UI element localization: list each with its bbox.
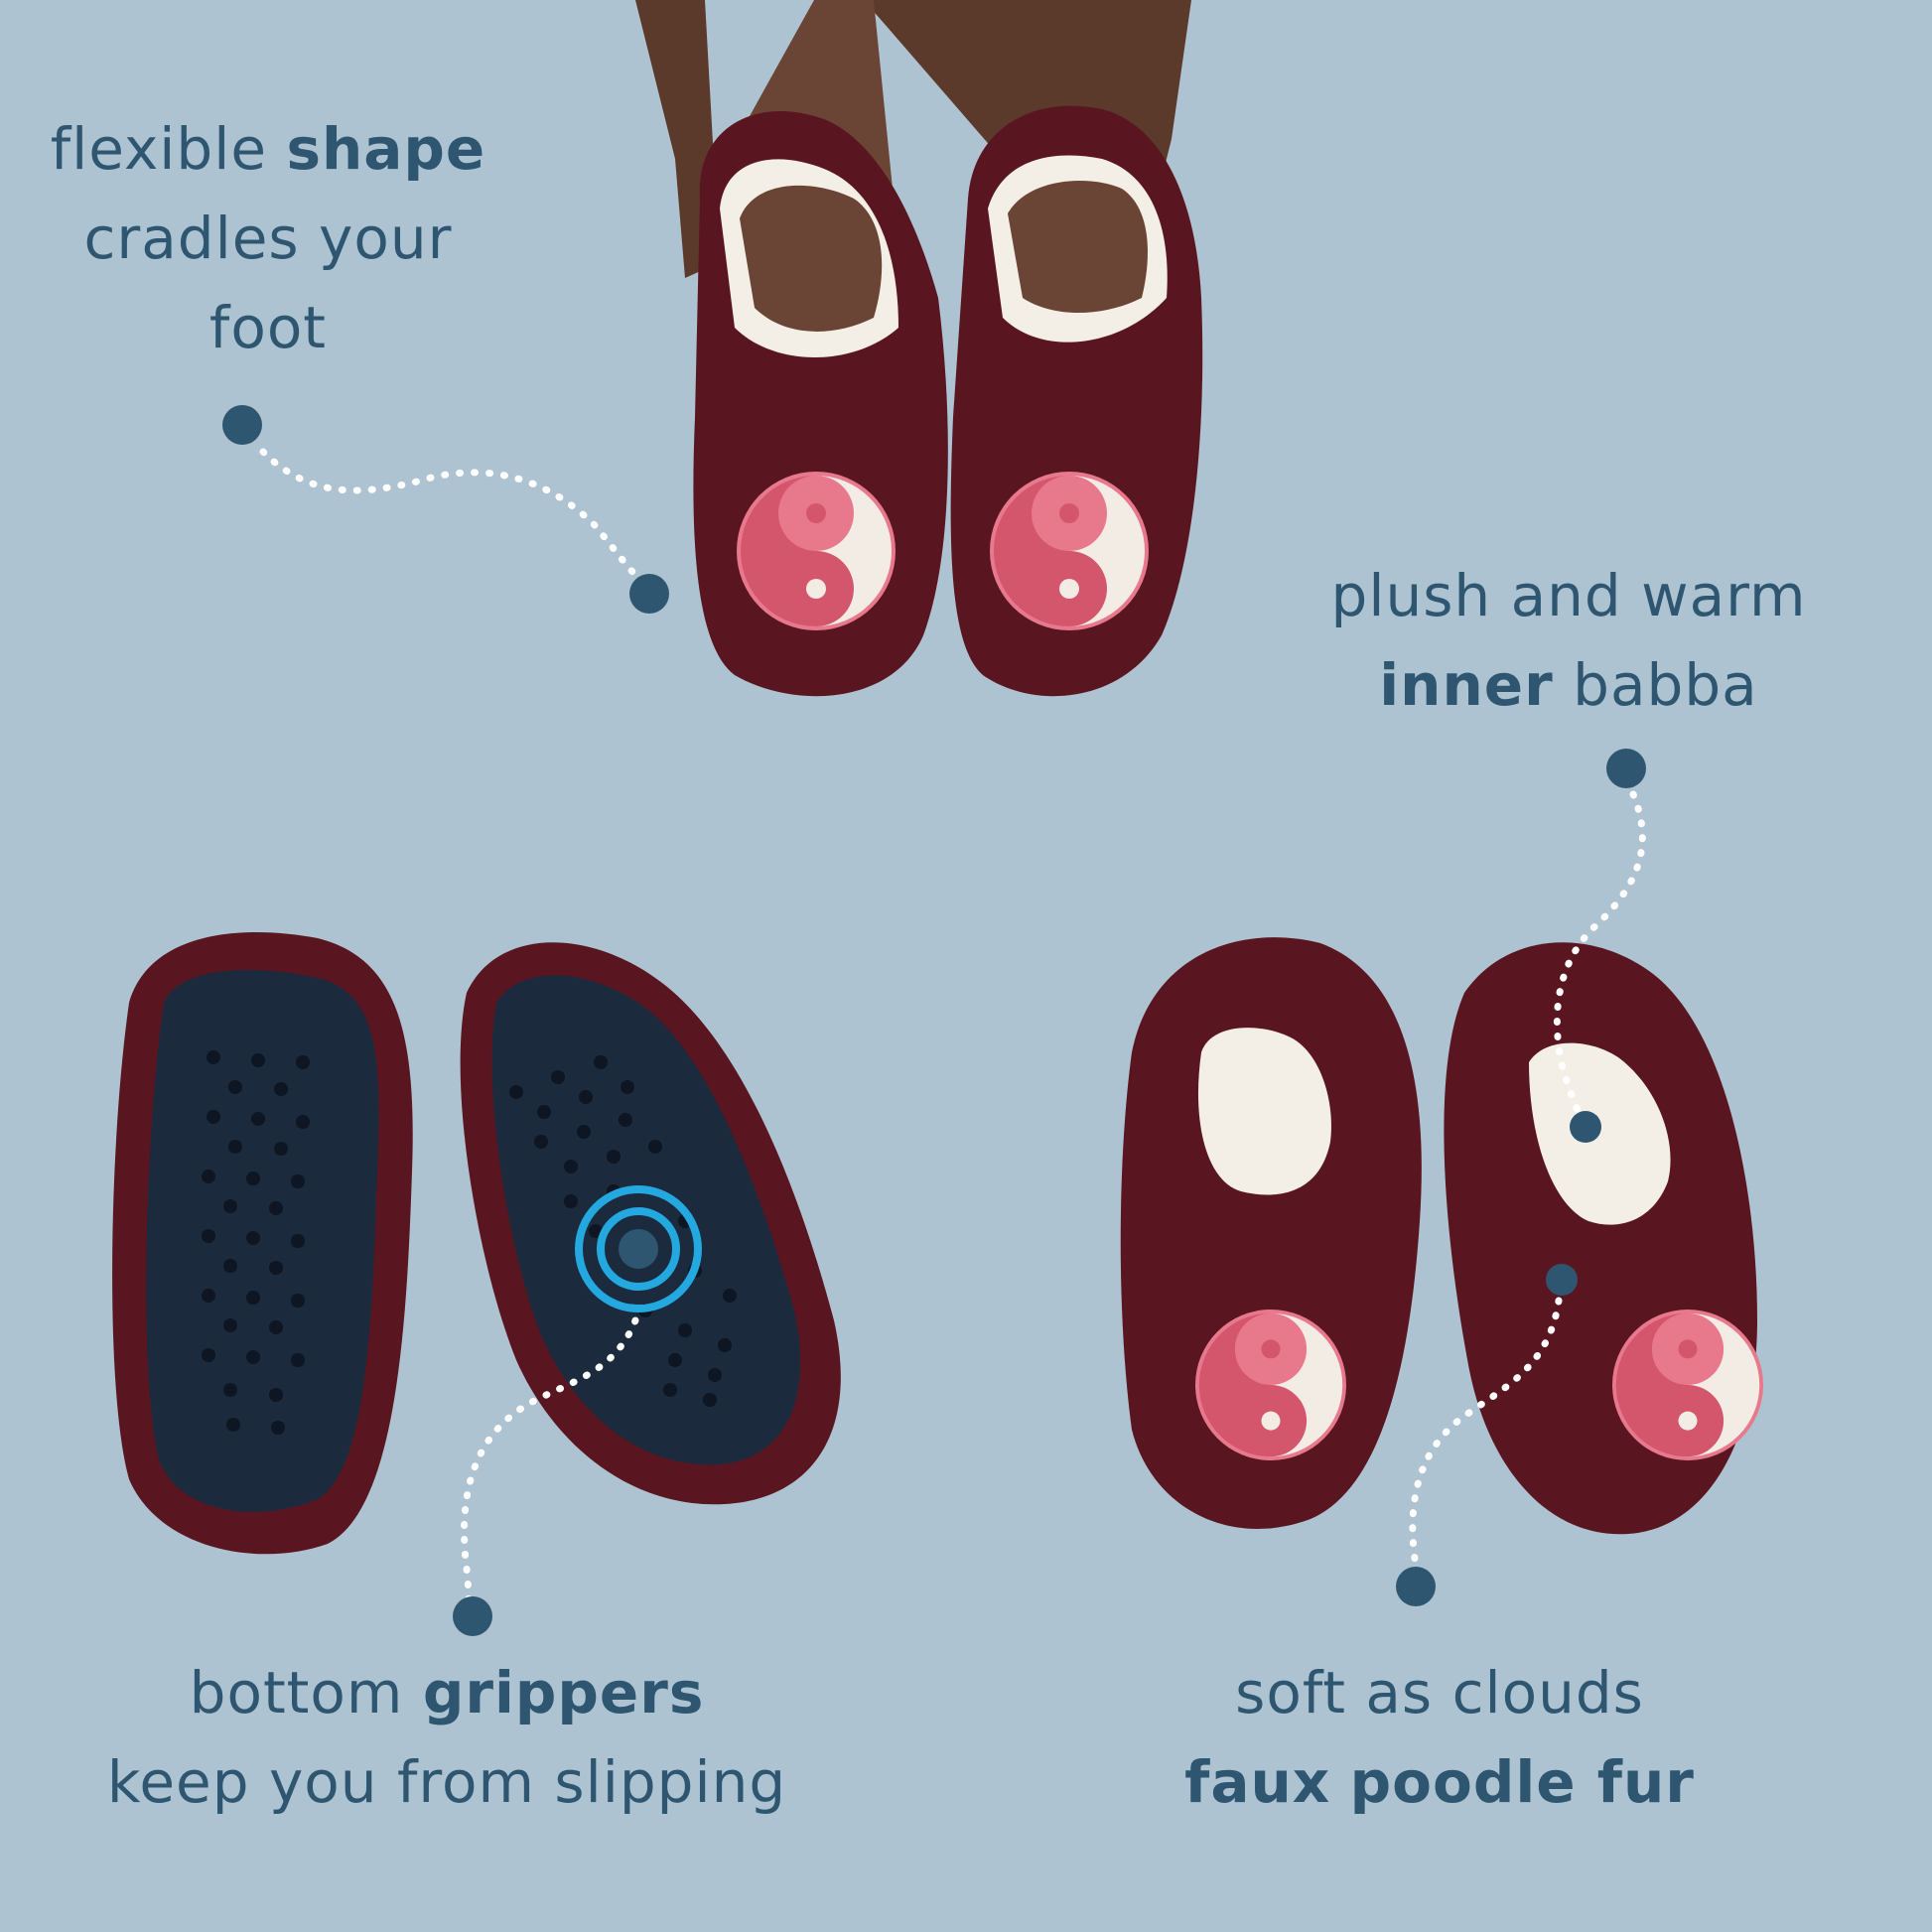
caption-bold: faux bbox=[1184, 1748, 1331, 1816]
callout-dot-icon bbox=[1606, 749, 1646, 788]
yin-yang-icon bbox=[990, 472, 1149, 630]
yin-yang-icon bbox=[1612, 1310, 1763, 1460]
callout-fur bbox=[1396, 1264, 1578, 1606]
callout-shape bbox=[222, 405, 669, 614]
callout-dot-icon bbox=[222, 405, 262, 445]
callout-grippers bbox=[453, 1316, 639, 1636]
top-view-slipper-pair bbox=[1120, 937, 1763, 1535]
callout-dot-icon bbox=[1396, 1567, 1436, 1606]
caption-text: babba bbox=[1553, 651, 1758, 719]
yin-yang-icon bbox=[1195, 1310, 1346, 1460]
caption-text: cradles your bbox=[83, 205, 453, 272]
yin-yang-icon bbox=[737, 472, 896, 630]
caption-bold: inner bbox=[1379, 651, 1554, 719]
callout-dot-icon bbox=[1546, 1264, 1578, 1296]
sole-pair bbox=[112, 931, 841, 1555]
target-rings-icon bbox=[575, 1185, 702, 1312]
caption-text: keep you from slipping bbox=[106, 1748, 787, 1816]
caption-text: foot bbox=[208, 294, 328, 361]
caption-text: soft as clouds bbox=[1235, 1659, 1644, 1726]
top-slipper-pair bbox=[635, 0, 1203, 697]
caption-bold: shape bbox=[286, 115, 486, 183]
callout-dot-icon bbox=[453, 1596, 492, 1636]
caption-bottom-grippers: bottom grippers keep you from slipping bbox=[40, 1648, 854, 1827]
caption-bold: poodle fur bbox=[1349, 1748, 1695, 1816]
caption-bold: grippers bbox=[422, 1659, 705, 1726]
callout-dot-icon bbox=[629, 574, 669, 614]
caption-text: plush and warm bbox=[1330, 562, 1807, 629]
callout-inner bbox=[1553, 749, 1646, 1143]
caption-text: flexible bbox=[50, 115, 287, 183]
caption-poodle-fur: soft as clouds faux poodle fur bbox=[1152, 1648, 1727, 1827]
callout-dot-icon bbox=[1570, 1111, 1601, 1143]
caption-flexible-shape: flexible shape cradles your foot bbox=[20, 104, 516, 372]
caption-text: bottom bbox=[189, 1659, 423, 1726]
caption-inner-babba: plush and warm inner babba bbox=[1291, 551, 1847, 730]
